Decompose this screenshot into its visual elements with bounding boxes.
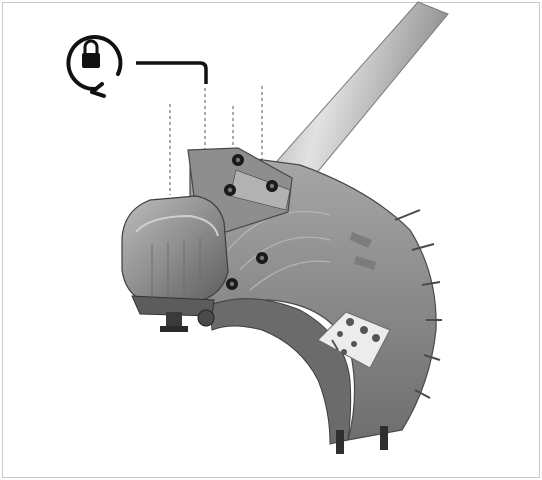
leader-line xyxy=(136,61,208,84)
screws xyxy=(224,154,278,290)
guard-logo xyxy=(350,232,376,270)
guard-ribs xyxy=(394,209,442,399)
screw-1 xyxy=(232,154,244,166)
guard-tab-right xyxy=(380,426,388,450)
motor-ribs xyxy=(151,238,201,298)
lock-rotate-icon xyxy=(66,35,123,98)
screw-3 xyxy=(266,180,278,192)
motor-highlight xyxy=(135,214,219,237)
screw-4 xyxy=(256,252,268,264)
guard-skirt xyxy=(209,298,352,445)
screw-2 xyxy=(224,184,236,196)
spindle-nut xyxy=(160,326,188,332)
motor-housing xyxy=(121,195,229,305)
padlock-icon xyxy=(82,53,100,68)
safety-label xyxy=(317,311,391,369)
guard-tab-left xyxy=(336,430,344,454)
lower-bolt xyxy=(197,309,215,327)
screw-5 xyxy=(226,278,238,290)
